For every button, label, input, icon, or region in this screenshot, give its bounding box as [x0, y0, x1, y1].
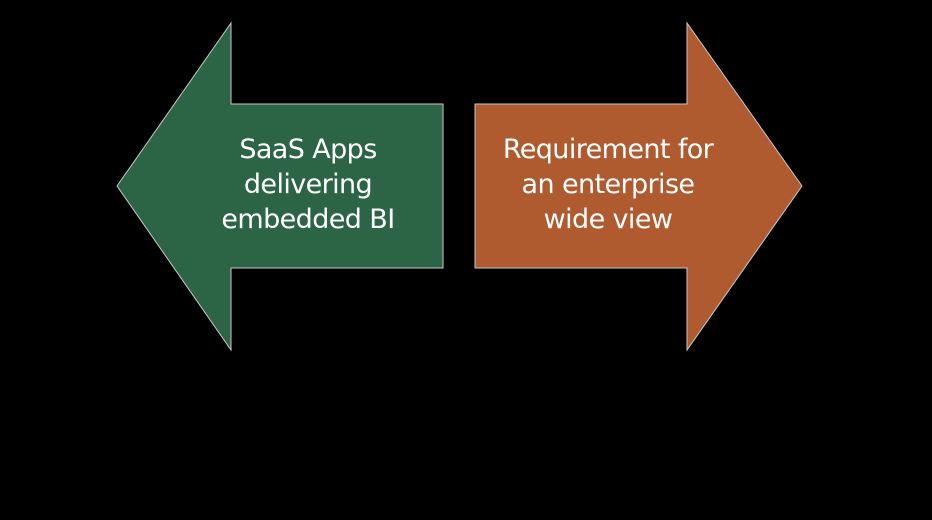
left-arrow-label: SaaS Apps delivering embedded BI [200, 132, 416, 237]
right-arrow-label: Requirement for an enterprise wide view [478, 132, 738, 237]
right-arrow-label-line: Requirement for [502, 134, 714, 165]
left-arrow-label-line: delivering [243, 169, 373, 200]
right-arrow-label-line: an enterprise [521, 169, 695, 200]
left-arrow-label-line: SaaS Apps [239, 134, 377, 165]
right-arrow-label-line: wide view [543, 204, 673, 235]
right-arrow-shape [474, 21, 803, 352]
left-arrow-shape [116, 21, 444, 352]
left-arrow-label-line: embedded BI [221, 204, 395, 235]
